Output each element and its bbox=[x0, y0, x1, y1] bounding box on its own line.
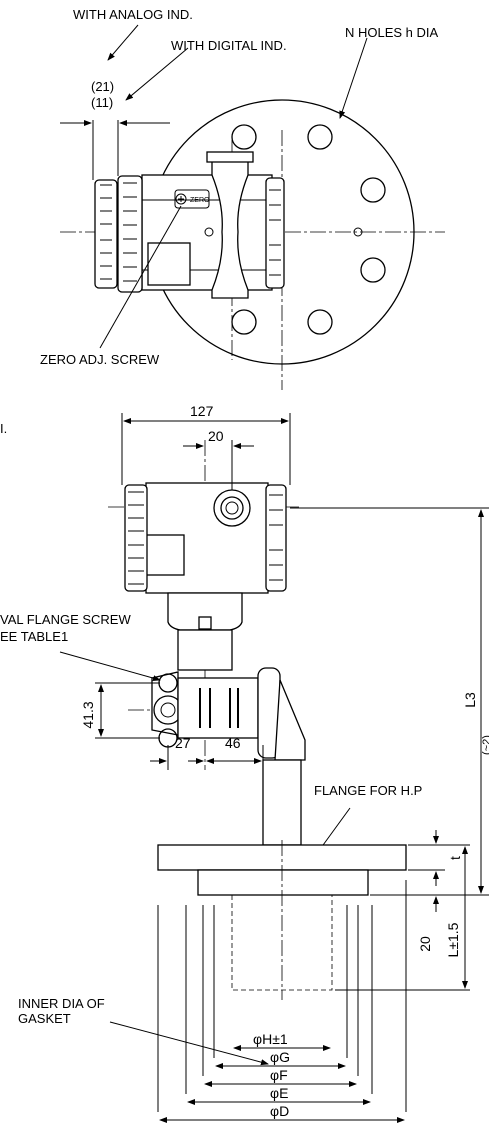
dim-21-label: (21) bbox=[91, 79, 114, 94]
dim-20-top: 20 bbox=[208, 428, 224, 444]
dim-l3: L3 bbox=[462, 692, 478, 708]
bolt-hole-small bbox=[353, 227, 363, 237]
dim-127: 127 bbox=[190, 403, 214, 419]
oval-flange-label-1: VAL FLANGE SCREW bbox=[0, 612, 131, 627]
dim-l-tol: L±1.5 bbox=[445, 922, 461, 957]
phi-f-label: φF bbox=[270, 1067, 288, 1083]
dim-41-3: 41.3 bbox=[80, 701, 96, 728]
dim-11-label: (11) bbox=[91, 95, 113, 110]
transmitter-neck bbox=[177, 629, 233, 671]
with-analog-label: WITH ANALOG IND. bbox=[73, 7, 193, 22]
flange-face bbox=[197, 869, 369, 896]
capsule-body bbox=[177, 677, 259, 739]
dim-t: t bbox=[447, 856, 463, 860]
zero-adj-label: ZERO ADJ. SCREW bbox=[40, 352, 160, 367]
inner-dia-label-2: GASKET bbox=[18, 1011, 71, 1026]
with-digital-label: WITH DIGITAL IND. bbox=[171, 38, 287, 53]
zero-badge bbox=[174, 189, 210, 209]
phi-g-label: φG bbox=[270, 1049, 290, 1065]
flange-hp-label: FLANGE FOR H.P bbox=[314, 783, 422, 798]
dim-46: 46 bbox=[225, 735, 241, 751]
phi-d-label: φD bbox=[270, 1103, 289, 1119]
front-terminal-box bbox=[145, 534, 185, 576]
dim-l3-partial: (~2) bbox=[481, 735, 489, 755]
indicator-cover-inner bbox=[117, 175, 143, 293]
front-view: 127 20 41.3 27 46 I. VAL FLANGE SCREW EE… bbox=[0, 403, 422, 853]
bolt-hole bbox=[307, 309, 333, 335]
phi-h-label: φH±1 bbox=[253, 1031, 288, 1047]
oval-flange-label-2: EE TABLE1 bbox=[0, 629, 68, 644]
conduit-connection-inner bbox=[220, 496, 244, 520]
center-screw bbox=[204, 227, 214, 237]
n-holes-label: N HOLES h DIA bbox=[345, 25, 439, 40]
right-cover bbox=[265, 177, 285, 289]
inner-dia-label-1: INNER DIA OF bbox=[18, 996, 105, 1011]
flange-view: φH±1 φG φF φE φD INNER DIA OF GASKET L3 … bbox=[18, 507, 489, 1123]
zero-screw-icon bbox=[175, 193, 187, 205]
phi-e-label: φE bbox=[270, 1085, 288, 1101]
conduit-cap bbox=[206, 151, 254, 163]
zero-badge-text: ZERO bbox=[190, 197, 210, 204]
conduit-hourglass bbox=[211, 159, 249, 299]
terminal-box bbox=[147, 242, 191, 286]
hp-bracket bbox=[274, 679, 306, 761]
bolt-hole bbox=[360, 257, 386, 283]
hp-pipe bbox=[262, 759, 302, 846]
neck-screw bbox=[198, 616, 212, 630]
dim-27: 27 bbox=[175, 735, 191, 751]
dim-20-side: 20 bbox=[417, 936, 433, 952]
top-view: ZERO WITH ANALOG IND. WITH DIGITAL IND. … bbox=[40, 7, 445, 390]
front-left-cover bbox=[124, 484, 148, 592]
bolt-hole bbox=[231, 124, 257, 150]
bolt-hole bbox=[231, 309, 257, 335]
indicator-cover-outer bbox=[94, 179, 118, 289]
truncated-label: I. bbox=[0, 421, 7, 436]
front-right-cover bbox=[265, 484, 287, 592]
bolt-hole bbox=[307, 124, 333, 150]
bolt-hole bbox=[360, 177, 386, 203]
